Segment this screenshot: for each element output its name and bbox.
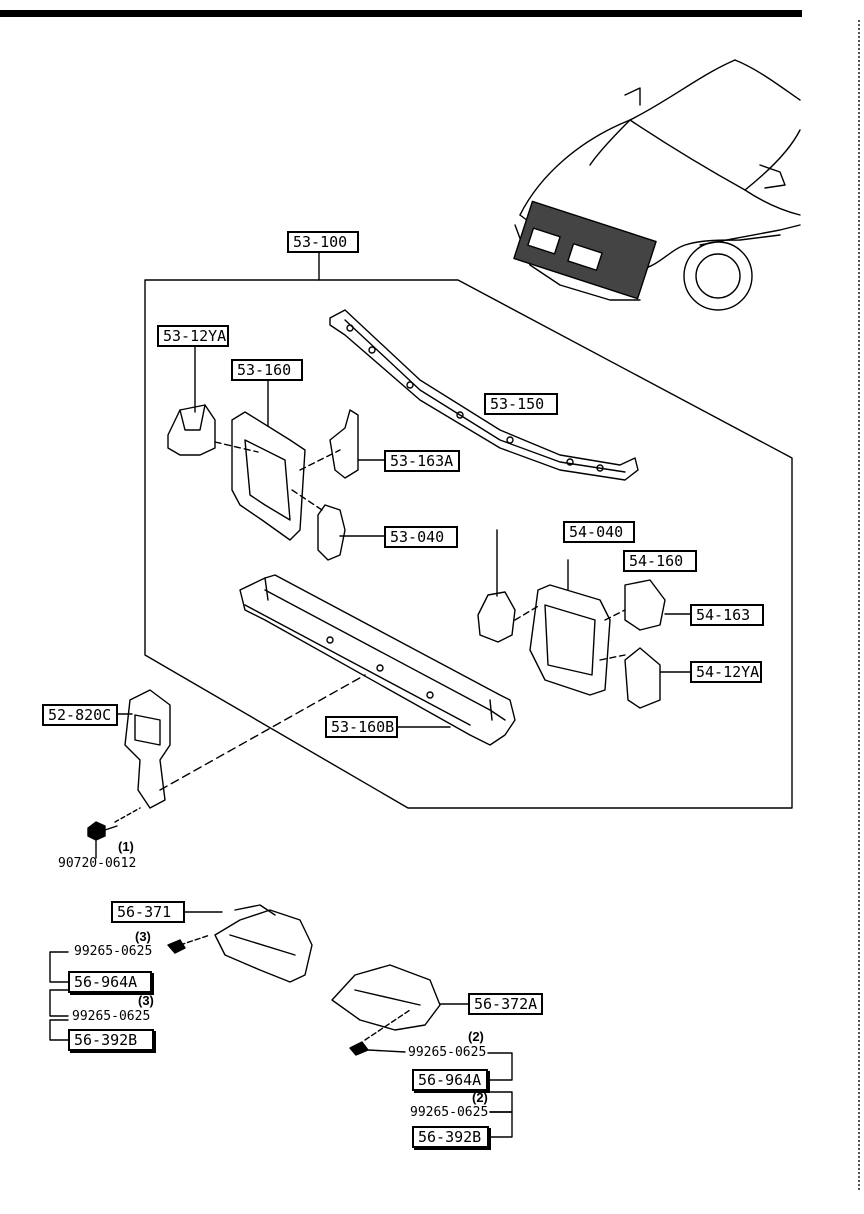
label-56-964A-left: 56-964A xyxy=(68,971,152,993)
part-54-163-drawing xyxy=(624,579,691,631)
left-clip-part-number-1: 99265-0625 xyxy=(74,944,153,959)
right-clip-quantity-1: (2) xyxy=(468,1029,484,1044)
label-54-12YA: 54-12YA xyxy=(690,661,762,683)
right-clip-part-number-1: 99265-0625 xyxy=(408,1045,487,1060)
clip-left-drawing xyxy=(167,939,186,954)
part-53-160-drawing xyxy=(231,377,341,541)
label-53-12YA: 53-12YA xyxy=(157,325,229,347)
label-54-040: 54-040 xyxy=(563,521,635,543)
part-56-371-drawing xyxy=(179,904,313,983)
page-edge xyxy=(858,20,864,1190)
car-illustration xyxy=(513,59,801,311)
part-52-820C-drawing xyxy=(114,674,366,823)
header-rule xyxy=(0,10,802,17)
right-link-2 xyxy=(489,1091,513,1113)
label-53-160: 53-160 xyxy=(231,359,303,381)
label-53-163A: 53-163A xyxy=(384,450,460,472)
label-54-160: 54-160 xyxy=(623,550,697,572)
right-clip-quantity-2: (2) xyxy=(472,1090,488,1105)
part-54-040-drawing xyxy=(477,529,541,643)
label-53-100: 53-100 xyxy=(287,231,359,253)
label-52-820C: 52-820C xyxy=(42,704,118,726)
clip-right-drawing xyxy=(349,1041,369,1056)
right-link-3 xyxy=(489,1111,513,1138)
part-54-160-drawing xyxy=(529,559,626,696)
part-53-163A-drawing xyxy=(329,409,385,479)
left-link-3 xyxy=(49,1019,69,1041)
left-link-2 xyxy=(49,989,69,1017)
bolt-quantity: (1) xyxy=(118,839,134,854)
label-53-150: 53-150 xyxy=(484,393,558,415)
part-53-12YA-drawing xyxy=(167,344,259,456)
label-56-371: 56-371 xyxy=(111,901,185,923)
label-56-964A-right: 56-964A xyxy=(412,1069,488,1091)
label-56-372A: 56-372A xyxy=(468,993,543,1015)
label-54-163: 54-163 xyxy=(690,604,764,626)
part-56-372A-drawing xyxy=(331,964,469,1041)
left-clip-quantity-2: (3) xyxy=(138,993,154,1008)
right-link-1 xyxy=(487,1052,513,1081)
left-clip-quantity-1: (3) xyxy=(135,929,151,944)
part-53-160B-drawing xyxy=(239,574,516,746)
label-53-160B: 53-160B xyxy=(325,716,398,738)
assembly-outline xyxy=(144,279,793,809)
left-link-1 xyxy=(49,951,69,983)
part-53-150-drawing xyxy=(329,309,639,481)
bolt-part-number: 90720-0612 xyxy=(58,856,137,871)
label-53-040: 53-040 xyxy=(384,526,458,548)
label-56-392B-left: 56-392B xyxy=(68,1029,154,1051)
bolt-drawing xyxy=(87,821,118,859)
part-53-040-drawing xyxy=(317,504,385,561)
part-54-12YA-drawing xyxy=(624,647,691,709)
left-clip-part-number-2: 99265-0625 xyxy=(72,1009,151,1024)
label-56-392B-right: 56-392B xyxy=(412,1126,489,1148)
right-clip-part-number-2: 99265-0625 xyxy=(410,1105,489,1120)
